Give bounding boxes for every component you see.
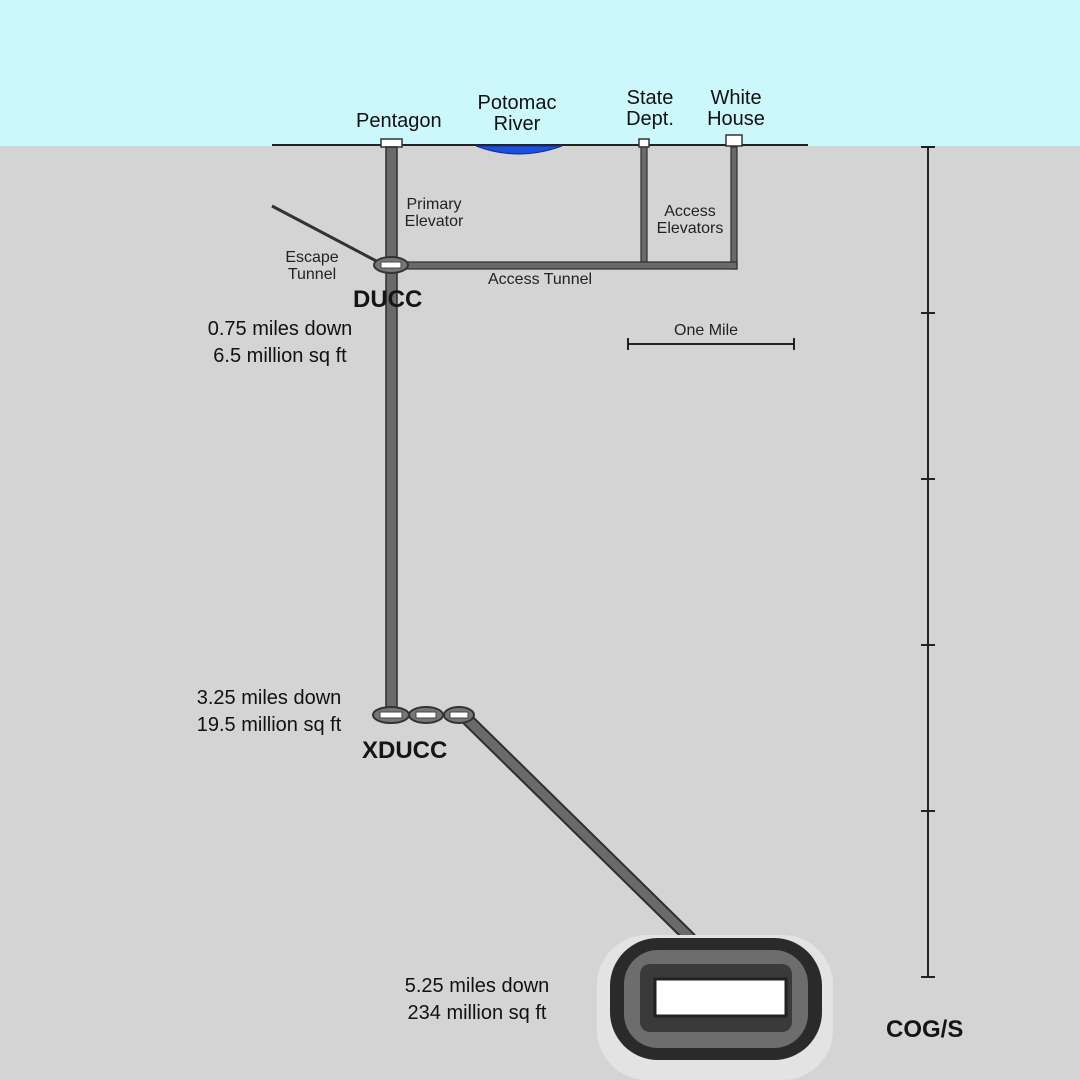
white-house-label: White House xyxy=(700,88,772,130)
ground xyxy=(0,146,1080,1080)
cogs-name: COG/S xyxy=(886,1016,964,1043)
ducc-area: 6.5 million sq ft xyxy=(213,345,347,367)
cogs-facility xyxy=(597,935,833,1080)
white-house-label-line1: White xyxy=(710,87,762,109)
potomac-river-label: Potomac River xyxy=(472,93,562,135)
primary-elevator-label-line1: Primary xyxy=(406,196,462,213)
xducc-node-core xyxy=(449,711,469,719)
xducc-nodes xyxy=(372,706,475,724)
access-tunnel-label: Access Tunnel xyxy=(488,271,593,288)
pentagon-label: Pentagon xyxy=(356,110,442,132)
access-elevators-label-line1: Access xyxy=(664,203,716,220)
potomac-river-label-line2: River xyxy=(493,113,541,135)
state-dept-label: State Dept. xyxy=(616,88,684,130)
state-dept-elevator xyxy=(640,146,648,266)
escape-tunnel-label-line1: Escape xyxy=(285,249,339,266)
potomac-river xyxy=(475,145,563,155)
cogs-tunnel-fill xyxy=(461,713,695,943)
access-elevators-label-line2: Elevators xyxy=(656,219,724,237)
xducc-node-core xyxy=(415,711,437,719)
white-house-marker xyxy=(725,134,743,147)
cogs-depth: 5.25 miles down xyxy=(404,975,550,997)
state-dept-label-line2: Dept. xyxy=(626,108,674,130)
primary-elevator-label: Primary Elevator xyxy=(398,196,470,231)
sky xyxy=(0,0,1080,146)
state-dept-marker xyxy=(638,138,650,148)
primary-elevator-label-line2: Elevator xyxy=(404,212,464,230)
ducc-node-core xyxy=(380,261,402,269)
xducc-area: 19.5 million sq ft xyxy=(196,714,342,736)
primary-elevator-shaft xyxy=(385,146,398,716)
one-mile-scale-bar xyxy=(627,338,795,350)
potomac-river-label-line1: Potomac xyxy=(477,92,557,114)
depth-ruler xyxy=(921,146,935,978)
xducc-name: XDUCC xyxy=(362,737,448,764)
pentagon-marker xyxy=(380,138,403,148)
ducc-name: DUCC xyxy=(353,286,423,313)
ducc-stats: 0.75 miles down 6.5 million sq ft xyxy=(190,316,370,370)
xducc-depth: 3.25 miles down xyxy=(196,687,342,709)
access-tunnel xyxy=(399,261,738,270)
ducc-depth: 0.75 miles down xyxy=(207,318,353,340)
access-elevators-label: Access Elevators xyxy=(648,203,732,238)
white-house-label-line2: House xyxy=(707,108,765,130)
state-dept-label-line1: State xyxy=(626,87,674,109)
escape-tunnel xyxy=(271,204,383,266)
cogs-core xyxy=(653,977,788,1018)
xducc-node-core xyxy=(379,711,403,719)
cogs-area: 234 million sq ft xyxy=(407,1002,547,1024)
cogs-stats: 5.25 miles down 234 million sq ft xyxy=(392,973,562,1027)
xducc-stats: 3.25 miles down 19.5 million sq ft xyxy=(176,685,362,739)
escape-tunnel-label: Escape Tunnel xyxy=(278,249,346,284)
escape-tunnel-label-line2: Tunnel xyxy=(287,265,337,283)
one-mile-label: One Mile xyxy=(674,322,739,339)
